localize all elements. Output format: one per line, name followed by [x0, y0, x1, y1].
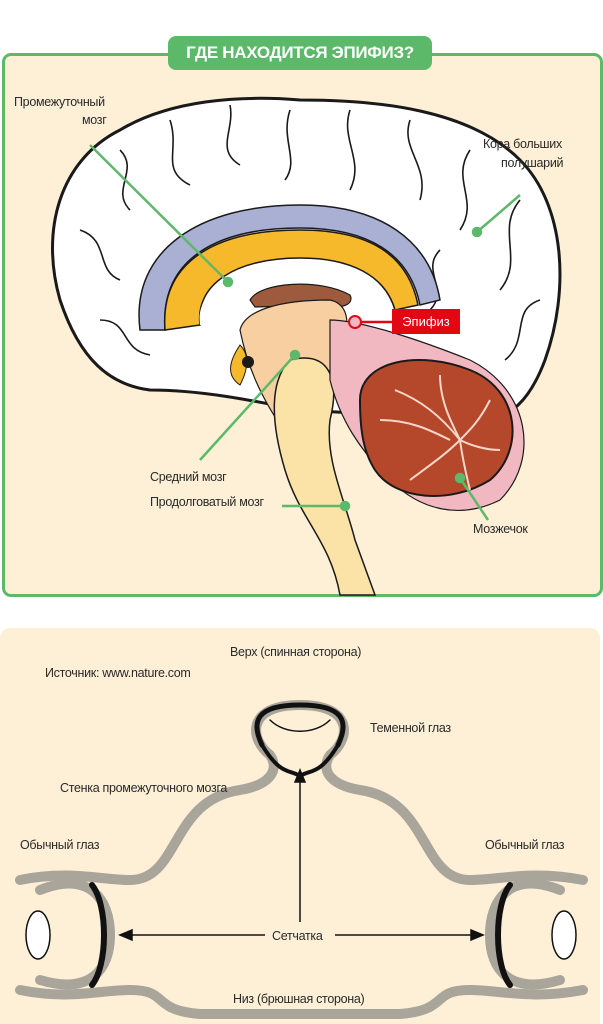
- page-title: ГДЕ НАХОДИТСЯ ЭПИФИЗ?: [168, 36, 432, 70]
- label-epiphysis: Эпифиз: [392, 309, 460, 334]
- label-right-eye: Обычный глаз: [485, 838, 565, 852]
- right-eye-lens: [551, 910, 577, 960]
- source-credit: Источник: www.nature.com: [45, 666, 191, 680]
- label-top-side: Верх (спинная сторона): [230, 645, 362, 659]
- label-retina: Сетчатка: [272, 929, 323, 943]
- parietal-eye-retina: [254, 702, 346, 748]
- parietal-eye-lens: [269, 719, 331, 732]
- label-midbrain: Средний мозг: [150, 470, 227, 484]
- label-diencephalon-line2: мозг: [82, 113, 107, 127]
- label-cortex-line1: Кора больших: [483, 137, 562, 151]
- right-retina: [495, 882, 513, 988]
- left-eye-lens: [25, 910, 51, 960]
- label-cerebellum: Мозжечок: [473, 522, 528, 536]
- left-retina: [89, 882, 107, 988]
- label-diencephalon-wall: Стенка промежуточного мозга: [60, 781, 228, 795]
- cerebellum: [358, 359, 514, 497]
- label-cortex-line2: полушарий: [501, 156, 564, 170]
- brainstem: [273, 357, 377, 596]
- corpus-callosum: [164, 229, 419, 331]
- label-bottom-side: Низ (брюшная сторона): [233, 992, 365, 1006]
- brain-illustration: [51, 96, 562, 596]
- label-medulla: Продолговатый мозг: [150, 495, 264, 509]
- label-diencephalon-line1: Промежуточный: [14, 95, 105, 109]
- cingulate-band: [138, 204, 441, 331]
- cerebrum: [51, 96, 562, 422]
- label-parietal-eye: Теменной глаз: [370, 721, 451, 735]
- label-left-eye: Обычный глаз: [20, 838, 100, 852]
